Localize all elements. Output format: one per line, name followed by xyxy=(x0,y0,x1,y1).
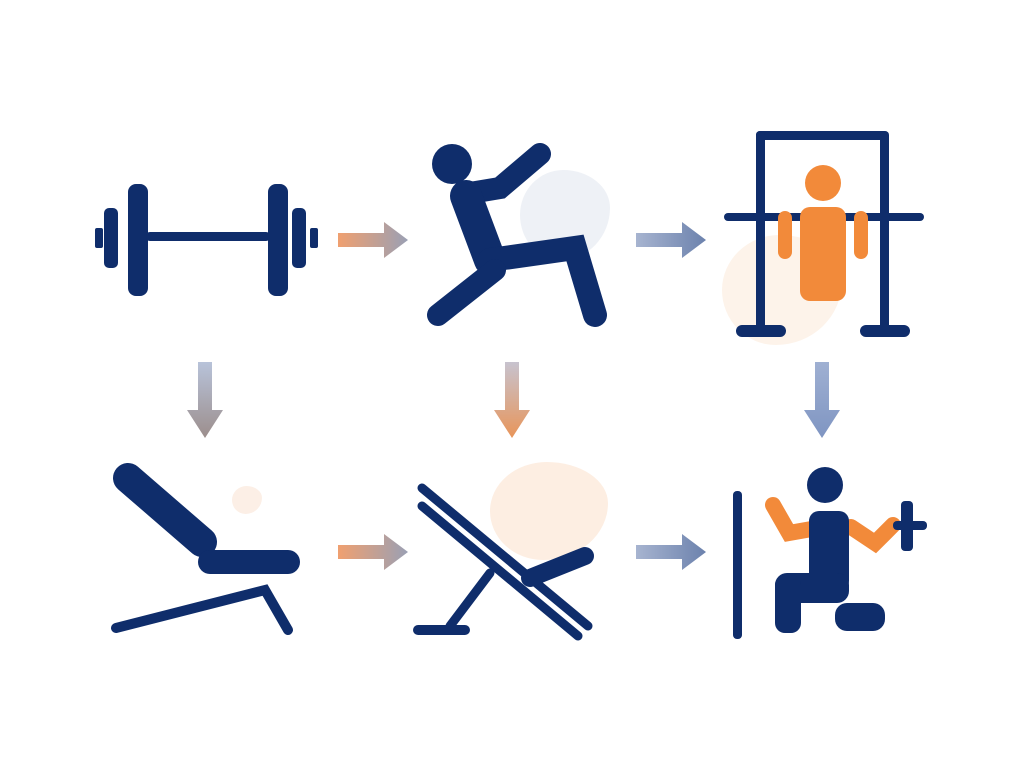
arrow-lunge-to-incline xyxy=(494,362,530,438)
kneeling-dumbbell-icon xyxy=(733,467,927,639)
arrow-pullup-to-kneeling xyxy=(804,362,840,438)
barbell-icon xyxy=(95,184,318,296)
arrow-incline-to-kneeling xyxy=(636,534,706,570)
incline-bench-icon xyxy=(413,483,594,641)
person-lunge-icon xyxy=(427,143,607,327)
arrow-barbell-to-bench xyxy=(187,362,223,438)
background-blob-incline xyxy=(490,462,608,560)
arrow-bench-to-incline xyxy=(338,534,408,570)
arrow-lunge-to-pullup xyxy=(636,222,706,258)
reclined-bench-icon xyxy=(111,463,300,635)
pull-up-bar-icon xyxy=(724,131,924,337)
background-blob-bench xyxy=(232,486,262,514)
arrow-barbell-to-lunge xyxy=(338,222,408,258)
